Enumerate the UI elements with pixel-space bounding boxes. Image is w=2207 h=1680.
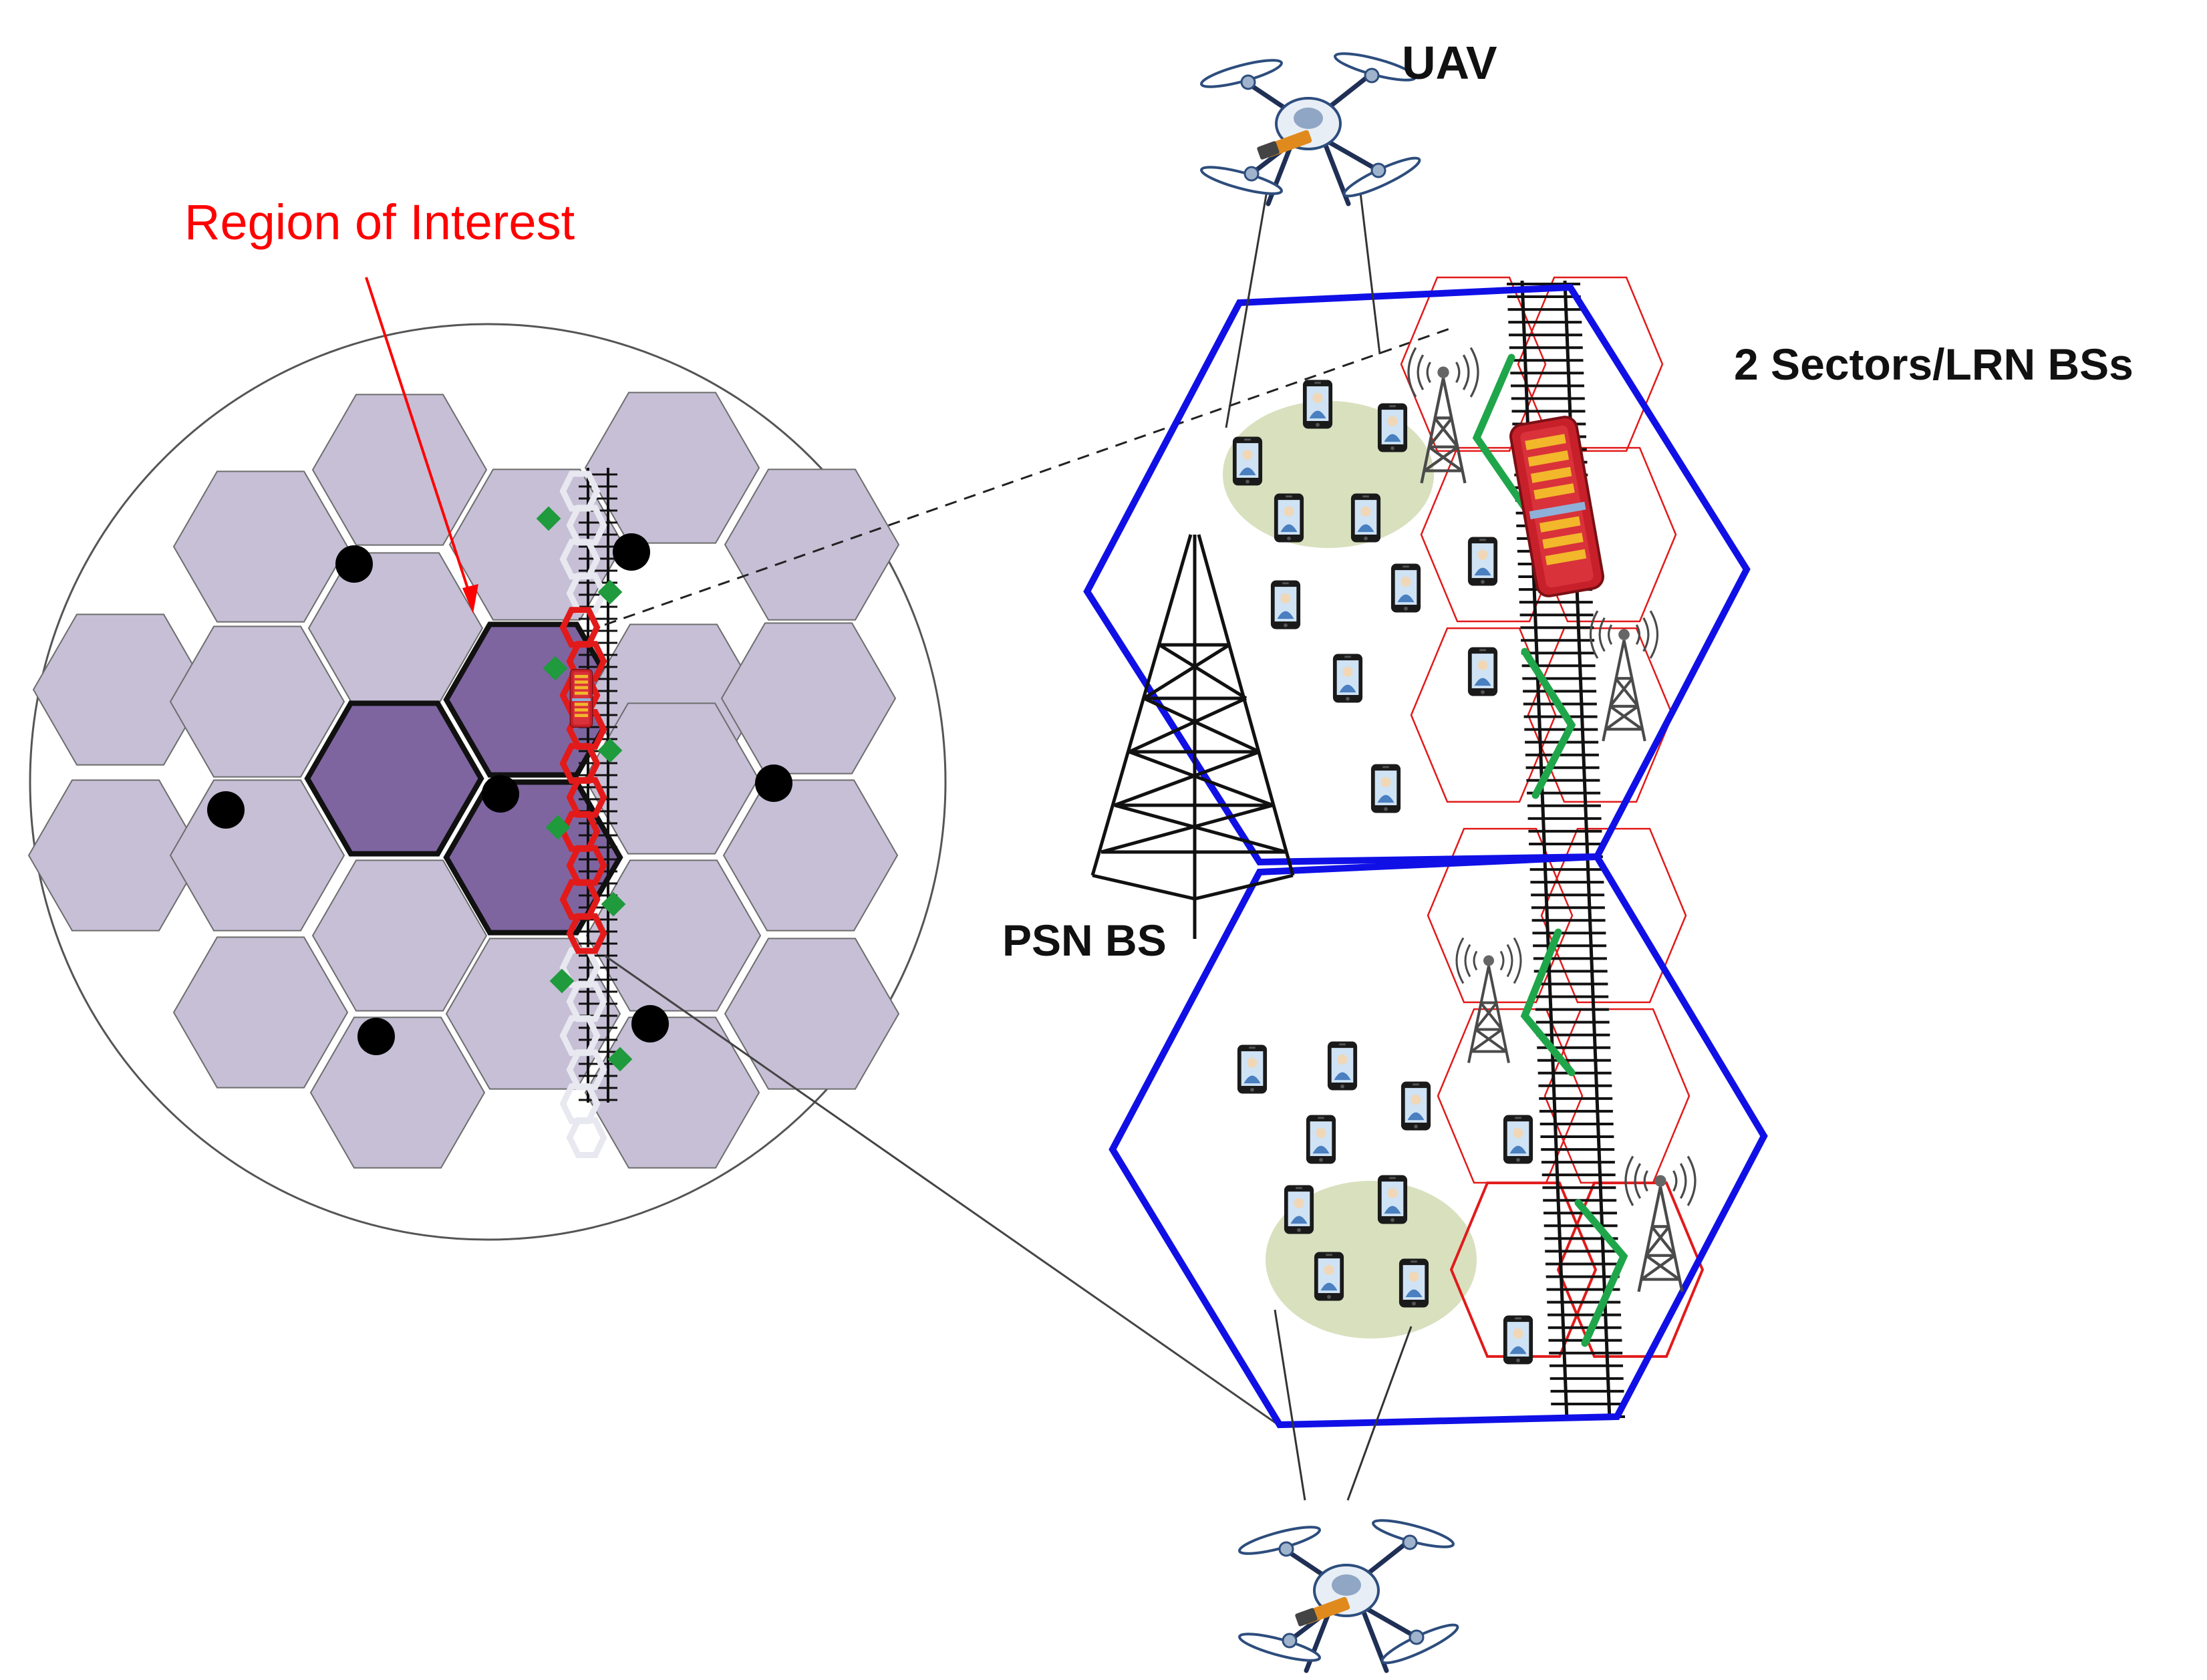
lrn-cell xyxy=(566,1049,607,1091)
drone-icon xyxy=(1199,48,1423,204)
lrn-cells-outside xyxy=(559,470,607,1158)
lrn-cell-roi xyxy=(566,709,607,750)
hex-cell xyxy=(311,859,488,1012)
psn-bs-label: PSN BS xyxy=(1002,916,1167,965)
phone-icon xyxy=(1350,493,1381,543)
hex-cell xyxy=(311,394,488,546)
lrn-sector-cell xyxy=(1517,276,1664,452)
zoom-circle xyxy=(29,323,947,1241)
relay-diamonds xyxy=(536,506,633,1072)
phone-icon xyxy=(1503,1315,1533,1365)
hex-cell xyxy=(169,779,345,932)
phone-icon xyxy=(1503,1115,1533,1164)
drone-icon xyxy=(1237,1515,1461,1671)
phone-icon xyxy=(1390,563,1421,613)
hex-cell xyxy=(172,936,349,1089)
lrn-cell xyxy=(566,505,607,546)
lrn-sector-cell xyxy=(1540,827,1687,1004)
train-icon xyxy=(1507,414,1606,599)
phone-icon xyxy=(1332,654,1363,703)
phone-icon xyxy=(1467,537,1498,586)
lrn-cell xyxy=(566,981,607,1022)
lrn-cell xyxy=(566,573,607,614)
lrn-cell xyxy=(566,1117,607,1158)
lattice-tower-icon xyxy=(1090,534,1295,939)
hex-cell xyxy=(720,622,897,775)
sectors-label: 2 Sectors/LRN BSs xyxy=(1734,339,2134,389)
phone-icon xyxy=(1284,1185,1314,1234)
hex-cell xyxy=(724,938,900,1090)
macro-bs-dots xyxy=(207,533,792,1055)
sector-antennas xyxy=(1472,354,1628,1347)
hex-cell xyxy=(172,470,349,623)
uav-links xyxy=(1225,186,1413,1501)
hex-cell xyxy=(169,625,345,778)
zoom-line-bottom xyxy=(604,954,1277,1425)
phone-icon xyxy=(1302,380,1333,429)
phone-icon xyxy=(1399,1258,1429,1308)
phone-icon xyxy=(1270,580,1301,629)
cell-tower-icon xyxy=(1457,938,1521,1063)
lrn-cell-roi xyxy=(566,641,607,682)
lrn-cell-roi xyxy=(566,777,607,818)
lrn-sector-cell xyxy=(1427,827,1574,1004)
hex-cell xyxy=(309,1016,486,1169)
roi-arrow xyxy=(365,277,474,605)
lrn-sector-cell xyxy=(1400,276,1547,452)
hex-cell xyxy=(32,613,208,766)
phone-icon xyxy=(1314,1252,1344,1301)
lrn-sector-cells xyxy=(1400,276,1705,1358)
cell-tower-icon xyxy=(1591,611,1658,741)
phone-icon xyxy=(1306,1115,1336,1164)
macro-cell-bottom xyxy=(1109,853,1768,1429)
hex-cell-roi xyxy=(304,700,484,857)
hex-cell xyxy=(584,1016,760,1169)
hex-cell xyxy=(724,468,900,621)
phone-icon xyxy=(1467,647,1498,696)
phone-icon xyxy=(1274,493,1304,543)
phone-icon xyxy=(1370,764,1401,813)
lrn-sector-cell xyxy=(1410,627,1557,803)
roi-arrowhead xyxy=(462,584,478,613)
lrn-cell-roi xyxy=(566,845,607,886)
hex-cell xyxy=(27,779,204,932)
lrn-cell-roi xyxy=(566,913,607,954)
lrn-sector-cell xyxy=(1556,1181,1705,1358)
lrn-sector-cell xyxy=(1449,1181,1598,1358)
roi-label: Region of Interest xyxy=(184,194,575,250)
uav-label: UAV xyxy=(1402,37,1497,89)
phone-icon xyxy=(1377,403,1408,452)
phone-icon xyxy=(1401,1081,1431,1131)
phone-icon xyxy=(1377,1175,1408,1224)
phone-icon xyxy=(1327,1041,1358,1091)
hex-cell xyxy=(722,779,899,932)
phone-icon xyxy=(1237,1044,1268,1094)
train-icon xyxy=(569,668,593,728)
phone-icon xyxy=(1232,436,1263,486)
hex-cell xyxy=(584,392,760,544)
lrn-sector-cell xyxy=(1527,627,1674,803)
zoom-line-top xyxy=(604,326,1454,626)
